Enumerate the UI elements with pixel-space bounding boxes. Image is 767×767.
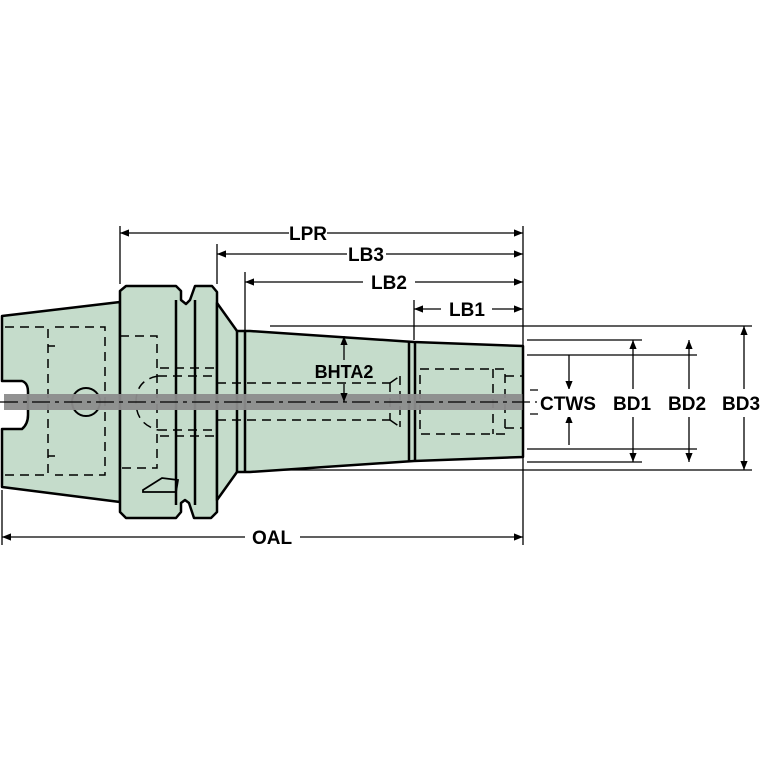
label-ctws: CTWS xyxy=(540,394,596,415)
label-bhta2: BHTA2 xyxy=(315,362,374,382)
label-lb2: LB2 xyxy=(371,273,407,294)
label-lb1: LB1 xyxy=(449,300,485,321)
dim-arrows-horizontal xyxy=(2,229,523,541)
label-lb3: LB3 xyxy=(348,245,384,266)
label-bd3: BD3 xyxy=(722,394,760,415)
right-labels-bg xyxy=(538,389,767,417)
label-oal: OAL xyxy=(252,528,293,549)
label-bd1: BD1 xyxy=(613,394,651,415)
dimension-lines xyxy=(1,226,752,545)
dim-arrows-vertical xyxy=(340,326,748,470)
label-bd2: BD2 xyxy=(668,394,706,415)
label-lpr: LPR xyxy=(289,224,327,245)
drive-slot xyxy=(142,477,180,493)
